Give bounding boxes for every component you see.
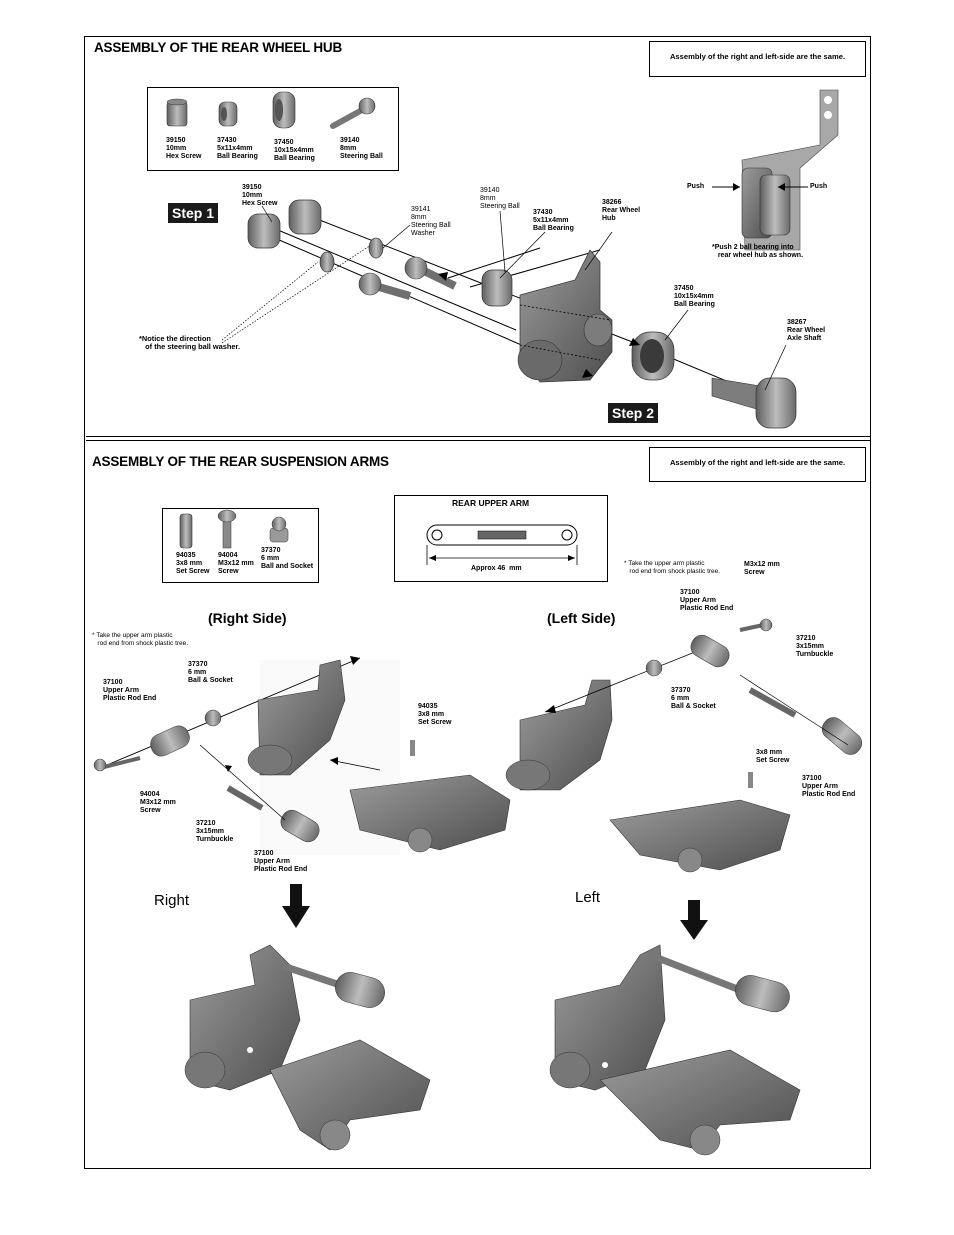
hub-section-title: ASSEMBLY OF THE REAR WHEEL HUB <box>94 40 343 55</box>
steering-ball-icon <box>330 97 376 129</box>
left-callout-rod-end-right: 37100 Upper Arm Plastic Rod End <box>802 775 856 798</box>
left-callout-ball-socket: 37370 6 mm Ball & Socket <box>671 687 716 710</box>
callout-axle-shaft: 38267 Rear Wheel Axle Shaft <box>787 319 826 342</box>
hub-parts-box <box>147 87 399 171</box>
upper-arm-box <box>394 495 608 582</box>
set-screw-icon <box>179 513 193 549</box>
upper-arm-diagram <box>426 524 578 565</box>
section-divider-2 <box>86 440 870 441</box>
section-divider <box>86 436 870 437</box>
right-callout-screw: 94004 M3x12 mm Screw <box>140 791 176 814</box>
part-label-ball-socket: 37370 6 mm Ball and Socket <box>261 547 314 570</box>
upper-arm-length: Approx 46 mm <box>471 565 522 572</box>
down-arrow-right <box>282 884 310 928</box>
m3-screw-icon <box>217 509 237 549</box>
right-callout-turnbuckle: 37210 3x15mm Turnbuckle <box>196 820 234 843</box>
right-caption: Right <box>154 892 190 909</box>
callout-small-bearing: 37430 5x11x4mm Ball Bearing <box>533 209 574 232</box>
small-bearing-icon <box>218 101 238 127</box>
right-callout-set-screw: 94035 3x8 mm Set Screw <box>418 703 452 726</box>
steering-ball-shapes <box>358 256 457 300</box>
callout-large-bearing: 37450 10x15x4mm Ball Bearing <box>674 285 715 308</box>
callout-steering-ball: 39140 8mm Steering Ball <box>480 187 520 210</box>
hub-note-box: Assembly of the right and left-side are … <box>649 41 866 77</box>
ball-socket-icon <box>269 516 289 543</box>
part-label-large-bearing: 37450 10x15x4mm Ball Bearing <box>274 139 315 162</box>
callout-push-right: Push <box>810 183 828 190</box>
right-callout-rod-end-bottom: 37100 Upper Arm Plastic Rod End <box>254 850 308 873</box>
left-side-heading: (Left Side) <box>547 610 616 626</box>
part-label-set-screw: 94035 3x8 mm Set Screw <box>176 552 210 575</box>
step1-badge: Step 1 <box>168 203 219 223</box>
left-take-note: * Take the upper arm plastic rod end fro… <box>624 560 721 575</box>
callout-washer: 39141 8mm Steering Ball Washer <box>411 206 451 237</box>
callout-push-left: Push <box>687 183 705 190</box>
callout-push-note: *Push 2 ball bearing into rear wheel hub… <box>712 244 804 259</box>
left-callout-rod-end-top: 37100 Upper Arm Plastic Rod End <box>680 589 734 612</box>
right-side-heading: (Right Side) <box>208 610 287 626</box>
large-bearing-icon <box>272 91 296 129</box>
left-callout-set-screw: 3x8 mm Set Screw <box>756 749 790 764</box>
hex-screw-icon <box>166 98 188 127</box>
right-side-exploded <box>93 656 511 855</box>
arms-note-box: Assembly of the right and left-side are … <box>649 447 866 482</box>
right-callout-ball-socket: 37370 6 mm Ball & Socket <box>188 661 233 684</box>
step2-badge: Step 2 <box>608 403 659 423</box>
part-label-steering-ball: 39140 8mm Steering Ball <box>340 137 383 160</box>
assembled-left <box>549 944 801 1156</box>
callout-wheel-hub: 38266 Rear Wheel Hub <box>602 199 641 222</box>
arms-parts-box <box>162 508 319 583</box>
part-label-hex-screw: 39150 10mm Hex Screw <box>166 137 202 160</box>
callout-washer-notice: *Notice the direction of the steering ba… <box>139 334 241 351</box>
left-callout-screw: M3x12 mm Screw <box>744 561 780 576</box>
left-callout-turnbuckle: 37210 3x15mm Turnbuckle <box>796 635 834 658</box>
right-callout-rod-end-top: 37100 Upper Arm Plastic Rod End <box>103 679 157 702</box>
callout-hex-screw: 39150 10mm Hex Screw <box>242 184 278 207</box>
page-frame <box>84 36 871 1169</box>
part-label-small-bearing: 37430 5x11x4mm Ball Bearing <box>217 137 258 160</box>
left-side-exploded <box>505 618 863 873</box>
arms-section-title: ASSEMBLY OF THE REAR SUSPENSION ARMS <box>92 454 389 469</box>
part-label-m3-screw: 94004 M3x12 mm Screw <box>218 552 254 575</box>
upper-arm-title: REAR UPPER ARM <box>452 498 530 508</box>
down-arrow-left <box>680 900 708 940</box>
left-caption: Left <box>575 889 601 906</box>
right-take-note: * Take the upper arm plastic rod end fro… <box>92 632 189 647</box>
assembled-right <box>184 944 431 1151</box>
